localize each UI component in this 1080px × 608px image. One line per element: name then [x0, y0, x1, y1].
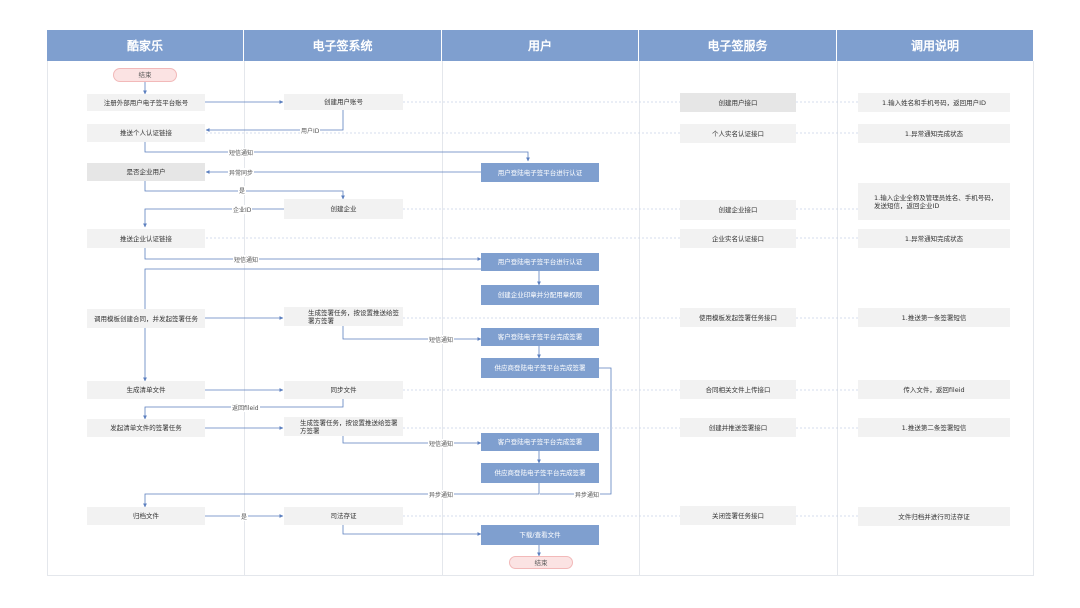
push-personal-node: 推送个人认证链接 — [87, 124, 205, 142]
lane-header-user: 用户 — [442, 30, 639, 61]
customer-sign-node: 客户登陆电子签平台完成签署 — [481, 328, 599, 346]
start-node: 结束 — [113, 68, 177, 82]
note-archive: 文件归档并进行司法存证 — [858, 507, 1010, 526]
note-create-push: 1.推送第二条签署短信 — [858, 418, 1010, 437]
lane-header-esign-service: 电子签服务 — [639, 30, 837, 61]
create-push-api-node: 创建并推送签署接口 — [680, 418, 796, 437]
template-sign-api-node: 使用模板发起签署任务接口 — [680, 308, 796, 327]
create-user-api-node: 创建用户接口 — [680, 93, 796, 112]
edge-label-sms: 短信通知 — [233, 255, 260, 264]
note-upload: 传入文件，返回fileid — [858, 380, 1010, 399]
download-node: 下载/查看文件 — [481, 525, 599, 545]
create-enterprise-api-node: 创建企业接口 — [680, 200, 796, 220]
edge — [144, 142, 530, 162]
edge-label-enterprise-id: 企业ID — [232, 205, 253, 214]
user-login-auth-node: 用户登陆电子签平台进行认证 — [481, 163, 599, 182]
edge-label-async: 异常同步 — [228, 168, 255, 177]
edge — [143, 268, 482, 382]
personal-auth-api-node: 个人实名认证接口 — [680, 124, 796, 143]
is-enterprise-node: 是否企业用户 — [87, 163, 205, 181]
edge-label-sms: 短信通知 — [428, 439, 455, 448]
supplier-sign-node: 供应商登陆电子签平台完成签署 — [481, 463, 599, 483]
template-contract-node: 调用模板创建合同，并发起签署任务 — [87, 309, 205, 328]
edge-label-user-id: 用户ID — [300, 126, 321, 135]
gen-list-node: 生成清单文件 — [87, 381, 205, 399]
judicial-node: 司法存证 — [284, 507, 403, 525]
edge — [342, 325, 482, 341]
edge-label-async-notify: 异步通知 — [574, 490, 601, 499]
edge — [205, 110, 344, 132]
gen-sign-task-node: 生成签署任务，按设置推送给签署方签署 — [284, 417, 403, 436]
create-enterprise-node: 创建企业 — [284, 199, 403, 219]
edge — [143, 208, 284, 228]
close-task-api-node: 关闭签署任务接口 — [680, 506, 796, 525]
edge — [143, 483, 540, 508]
note-personal-auth: 1.异常通知完成状态 — [858, 124, 1010, 143]
end-node: 结束 — [509, 556, 573, 569]
customer-sign-node: 客户登陆电子签平台完成签署 — [481, 433, 599, 451]
edge — [144, 248, 482, 261]
lane-divider — [244, 61, 245, 576]
supplier-sign-node: 供应商登陆电子签平台完成签署 — [481, 358, 599, 378]
note-create-user: 1.输入姓名和手机号码，返回用户ID — [858, 93, 1010, 112]
register-node: 注册外部用户电子签平台账号 — [87, 94, 205, 111]
edge-label-async-notify: 异步通知 — [428, 490, 455, 499]
lane-header-esign-system: 电子签系统 — [244, 30, 442, 61]
edge-label-yes: 是 — [238, 186, 247, 195]
note-template-sign: 1.推送第一条签署短信 — [858, 308, 1010, 327]
edge-label-sms: 短信通知 — [428, 335, 455, 344]
create-seal-node: 创建企业印章并分配用章权限 — [481, 285, 599, 305]
archive-node: 归档文件 — [87, 507, 205, 525]
note-enterprise-auth: 1.异常通知完成状态 — [858, 229, 1010, 248]
edge-label-sms: 短信通知 — [228, 148, 255, 157]
edge — [342, 524, 482, 536]
edge-label-return-fileid: 返回fileid — [231, 403, 260, 412]
push-enterprise-node: 推送企业认证链接 — [87, 229, 205, 248]
lane-divider — [837, 61, 838, 576]
user-login-auth-node: 用户登陆电子签平台进行认证 — [481, 253, 599, 271]
edge — [342, 435, 482, 445]
lane-header-api-notes: 调用说明 — [837, 30, 1034, 61]
list-sign-task-node: 发起清单文件的签署任务 — [87, 419, 205, 437]
lane-divider — [639, 61, 640, 576]
sync-file-node: 同步文件 — [284, 381, 403, 399]
lane-divider — [442, 61, 443, 576]
note-create-enterprise: 1.输入企业全称及管理员姓名、手机号码，发送短信，返回企业ID — [858, 183, 1010, 220]
lane-header-kujiale: 酷家乐 — [47, 30, 244, 61]
enterprise-auth-api-node: 企业实名认证接口 — [680, 229, 796, 248]
create-account-node: 创建用户账号 — [284, 94, 403, 110]
edge-label-yes: 是 — [240, 512, 249, 521]
gen-sign-task-node: 生成签署任务，按设置推送给签署方签署 — [284, 307, 403, 326]
contract-upload-api-node: 合同相关文件上传接口 — [680, 380, 796, 399]
